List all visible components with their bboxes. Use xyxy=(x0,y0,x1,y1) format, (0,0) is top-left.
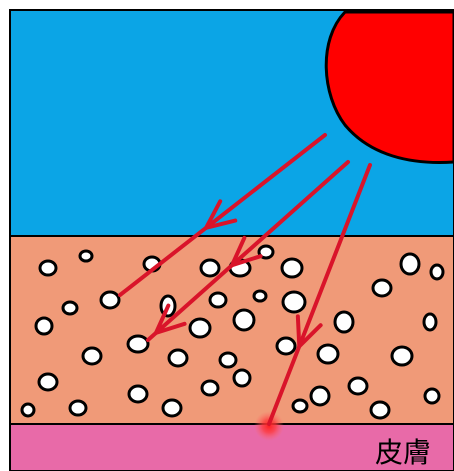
particle xyxy=(83,348,101,364)
particle xyxy=(201,260,219,276)
particle xyxy=(424,314,436,330)
particle xyxy=(371,402,389,418)
particle xyxy=(425,389,439,403)
particle xyxy=(128,336,148,352)
particle xyxy=(220,353,236,367)
particle xyxy=(63,302,77,314)
particle xyxy=(39,374,57,390)
particle xyxy=(392,347,412,365)
particle xyxy=(282,259,302,277)
particle xyxy=(373,280,391,296)
particle xyxy=(80,251,92,261)
particle xyxy=(349,378,367,394)
particle xyxy=(36,318,52,334)
particle xyxy=(335,312,353,332)
particle xyxy=(163,400,181,416)
particle xyxy=(311,387,329,405)
particle xyxy=(234,310,254,330)
particle xyxy=(22,404,34,416)
particle xyxy=(40,261,56,275)
particle xyxy=(210,293,226,307)
particle xyxy=(101,292,119,308)
particle xyxy=(293,400,307,412)
particle xyxy=(277,338,295,354)
particle xyxy=(318,345,338,363)
skin-label: 皮膚 xyxy=(375,436,431,469)
particle xyxy=(431,265,443,279)
particle xyxy=(202,381,218,395)
particle xyxy=(169,350,187,366)
particle xyxy=(401,254,419,274)
particle xyxy=(254,291,266,301)
particle xyxy=(234,370,250,386)
particle xyxy=(129,386,147,402)
particle xyxy=(70,401,86,415)
particle xyxy=(283,292,305,312)
particle xyxy=(190,319,210,337)
